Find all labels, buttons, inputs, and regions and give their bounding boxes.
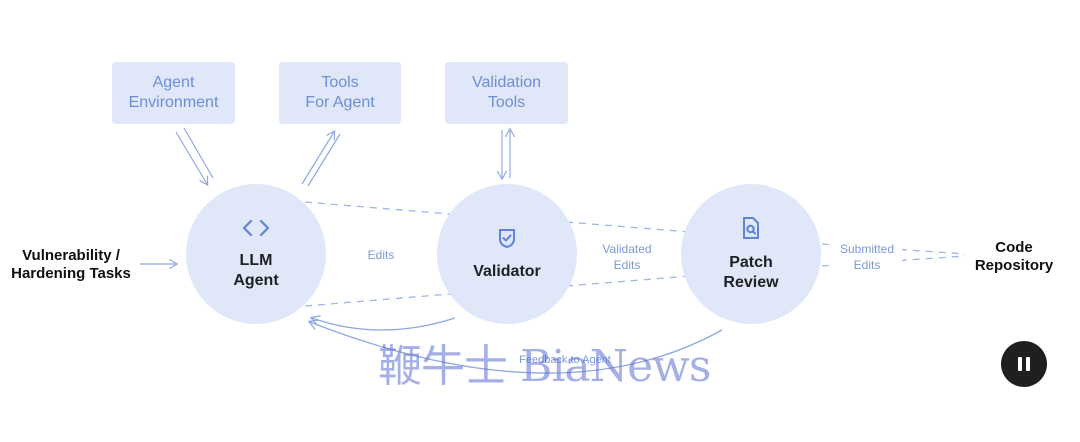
vulnerability-tasks-label: Vulnerability / Hardening Tasks bbox=[11, 247, 131, 282]
llm-agent-label: LLM Agent bbox=[233, 251, 279, 289]
validator-node: Validator bbox=[437, 184, 577, 324]
tools-for-agent-label: Tools For Agent bbox=[305, 74, 375, 111]
submitted-edits-label: Submitted Edits bbox=[832, 241, 902, 273]
edits-label: Edits bbox=[367, 248, 395, 262]
code-brackets-icon bbox=[241, 218, 271, 243]
pause-icon bbox=[1018, 357, 1022, 371]
code-repository-label: Code Repository bbox=[974, 239, 1054, 274]
validation-tools-box: Validation Tools bbox=[445, 62, 568, 124]
patch-review-label: Patch Review bbox=[723, 253, 779, 291]
validation-tools-label: Validation Tools bbox=[471, 74, 542, 111]
feedback-to-agent-label: Feedback to Agent bbox=[519, 354, 611, 366]
tools-for-agent-box: Tools For Agent bbox=[279, 62, 401, 124]
watermark: 鞭牛士 BiaNews bbox=[378, 341, 711, 392]
pause-button[interactable] bbox=[1001, 341, 1047, 387]
validator-label: Validator bbox=[473, 262, 541, 280]
validated-edits-label: Validated Edits bbox=[602, 242, 652, 272]
document-search-icon bbox=[741, 216, 761, 245]
shield-check-icon bbox=[497, 227, 517, 254]
patch-review-node: Patch Review bbox=[681, 184, 821, 324]
agent-environment-box: Agent Environment bbox=[112, 62, 235, 124]
llm-agent-node: LLM Agent bbox=[186, 184, 326, 324]
agent-environment-label: Agent Environment bbox=[128, 74, 219, 111]
